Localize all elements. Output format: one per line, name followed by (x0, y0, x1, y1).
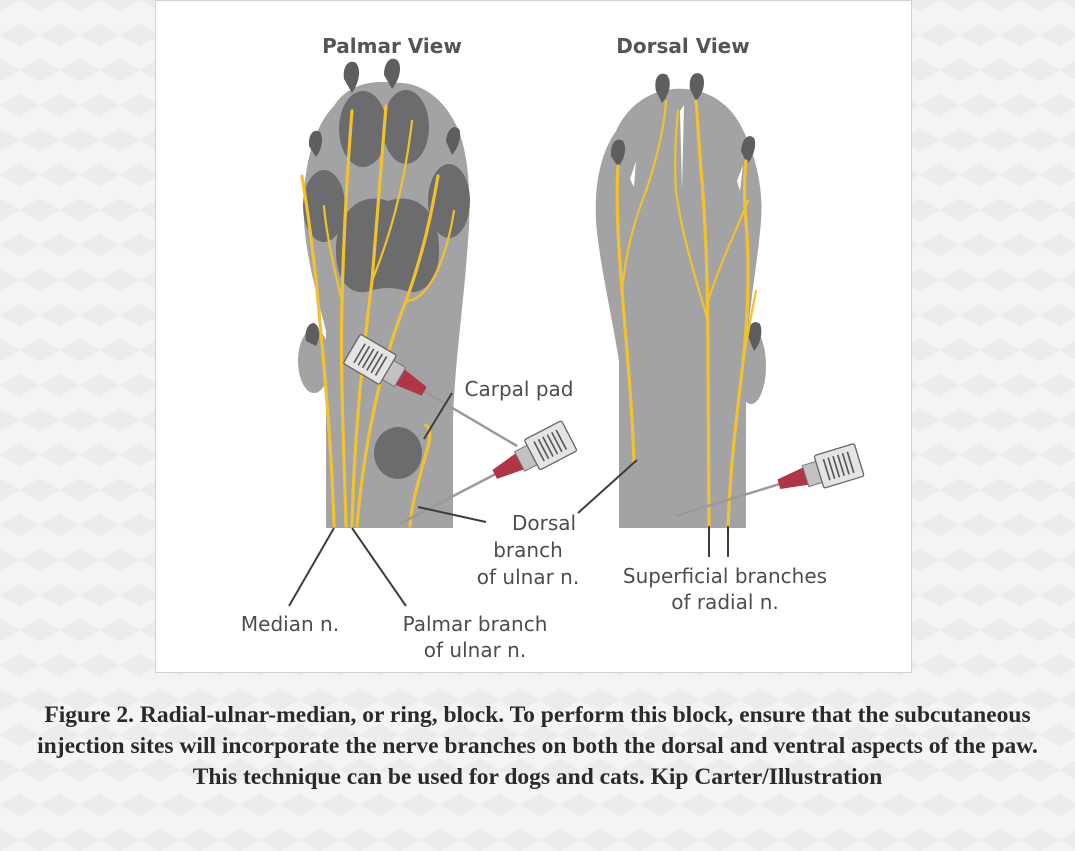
label-palmar-branch-1: Palmar branch (403, 612, 548, 636)
label-superficial-2: of radial n. (671, 590, 779, 614)
label-dorsal-branch-1: Dorsal (512, 511, 576, 535)
palmar-view-title: Palmar View (322, 34, 462, 58)
label-palmar-branch-2: of ulnar n. (424, 638, 526, 662)
figure-panel: Palmar View Dorsal View (155, 0, 912, 673)
label-median-n: Median n. (241, 612, 339, 636)
label-dorsal-branch-3: of ulnar n. (477, 565, 579, 589)
palmar-paw (298, 58, 579, 541)
paw-nerve-diagram: Palmar View Dorsal View (241, 34, 866, 662)
label-carpal-pad: Carpal pad (465, 377, 574, 401)
dorsal-paw (595, 73, 866, 534)
label-superficial-1: Superficial branches (623, 564, 827, 588)
figure-caption: Figure 2. Radial-ulnar-median, or ring, … (37, 702, 1038, 790)
label-dorsal-branch-2: branch (493, 538, 563, 562)
dorsal-view-title: Dorsal View (616, 34, 749, 58)
